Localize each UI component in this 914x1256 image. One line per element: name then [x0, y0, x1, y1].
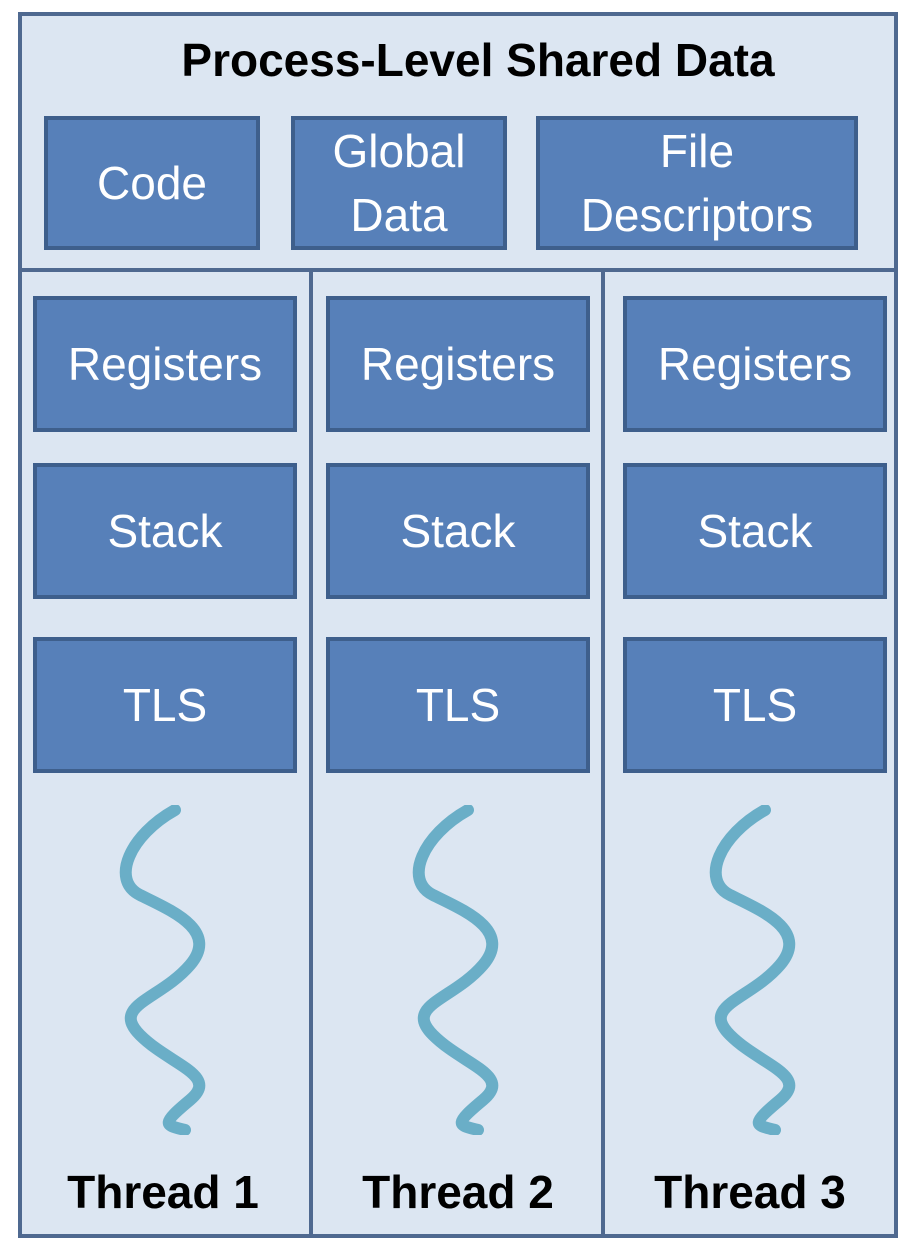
thread-divider-2: [601, 270, 605, 1236]
thread-1-tls-box: TLS: [33, 637, 297, 773]
code-box: Code: [44, 116, 260, 250]
file-descriptors-box: File Descriptors: [536, 116, 858, 250]
thread-3-squiggle-icon: [709, 805, 796, 1135]
shared-thread-divider: [18, 268, 898, 272]
thread-3-registers-box: Registers: [623, 296, 887, 432]
thread-2-stack-box: Stack: [326, 463, 590, 599]
thread-1-squiggle-icon: [119, 805, 206, 1135]
thread-2-registers-box: Registers: [326, 296, 590, 432]
thread-3-tls-box: TLS: [623, 637, 887, 773]
thread-2-squiggle-icon: [412, 805, 499, 1135]
thread-divider-1: [309, 270, 313, 1236]
thread-3-label: Thread 3: [654, 1166, 846, 1218]
global-data-box: Global Data: [291, 116, 507, 250]
thread-1-label: Thread 1: [67, 1166, 259, 1218]
thread-2-label: Thread 2: [362, 1166, 554, 1218]
thread-1-registers-box: Registers: [33, 296, 297, 432]
thread-3-stack-box: Stack: [623, 463, 887, 599]
diagram-title: Process-Level Shared Data: [181, 34, 775, 86]
thread-2-tls-box: TLS: [326, 637, 590, 773]
thread-1-stack-box: Stack: [33, 463, 297, 599]
